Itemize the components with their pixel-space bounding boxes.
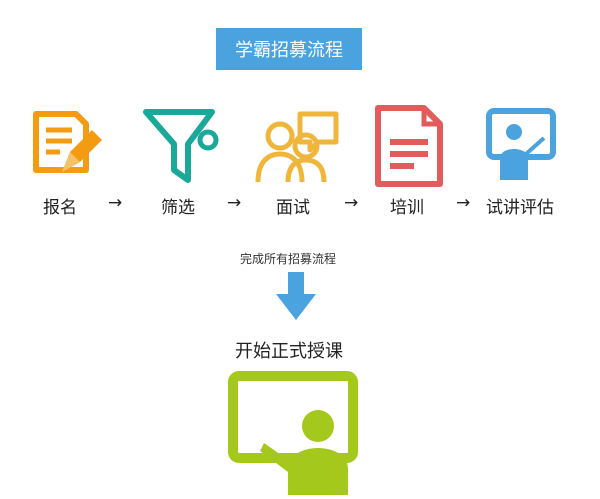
step-label-interview: 面试: [276, 198, 310, 218]
flow-arrow: →: [456, 193, 471, 213]
completion-caption: 完成所有招募流程: [240, 252, 337, 266]
flow-arrow: →: [108, 193, 123, 213]
flow-arrow: →: [227, 193, 242, 213]
down-arrow-icon: [276, 272, 316, 320]
step-label-signup: 报名: [43, 198, 77, 218]
final-step-label: 开始正式授课: [235, 341, 343, 362]
step-label-filter: 筛选: [161, 198, 195, 218]
training-document-icon: [375, 105, 443, 187]
filter-funnel-icon: [143, 109, 219, 183]
signup-form-pencil-icon: [33, 111, 102, 173]
trial-lecture-whiteboard-icon: [486, 108, 556, 180]
step-label-trial-lecture: 试讲评估: [486, 198, 554, 218]
process-title: 学霸招募流程: [216, 28, 362, 70]
step-label-training: 培训: [390, 198, 424, 218]
teaching-board-icon: [228, 371, 358, 495]
flow-arrow: →: [344, 193, 359, 213]
interview-people-speech-icon: [255, 111, 339, 183]
